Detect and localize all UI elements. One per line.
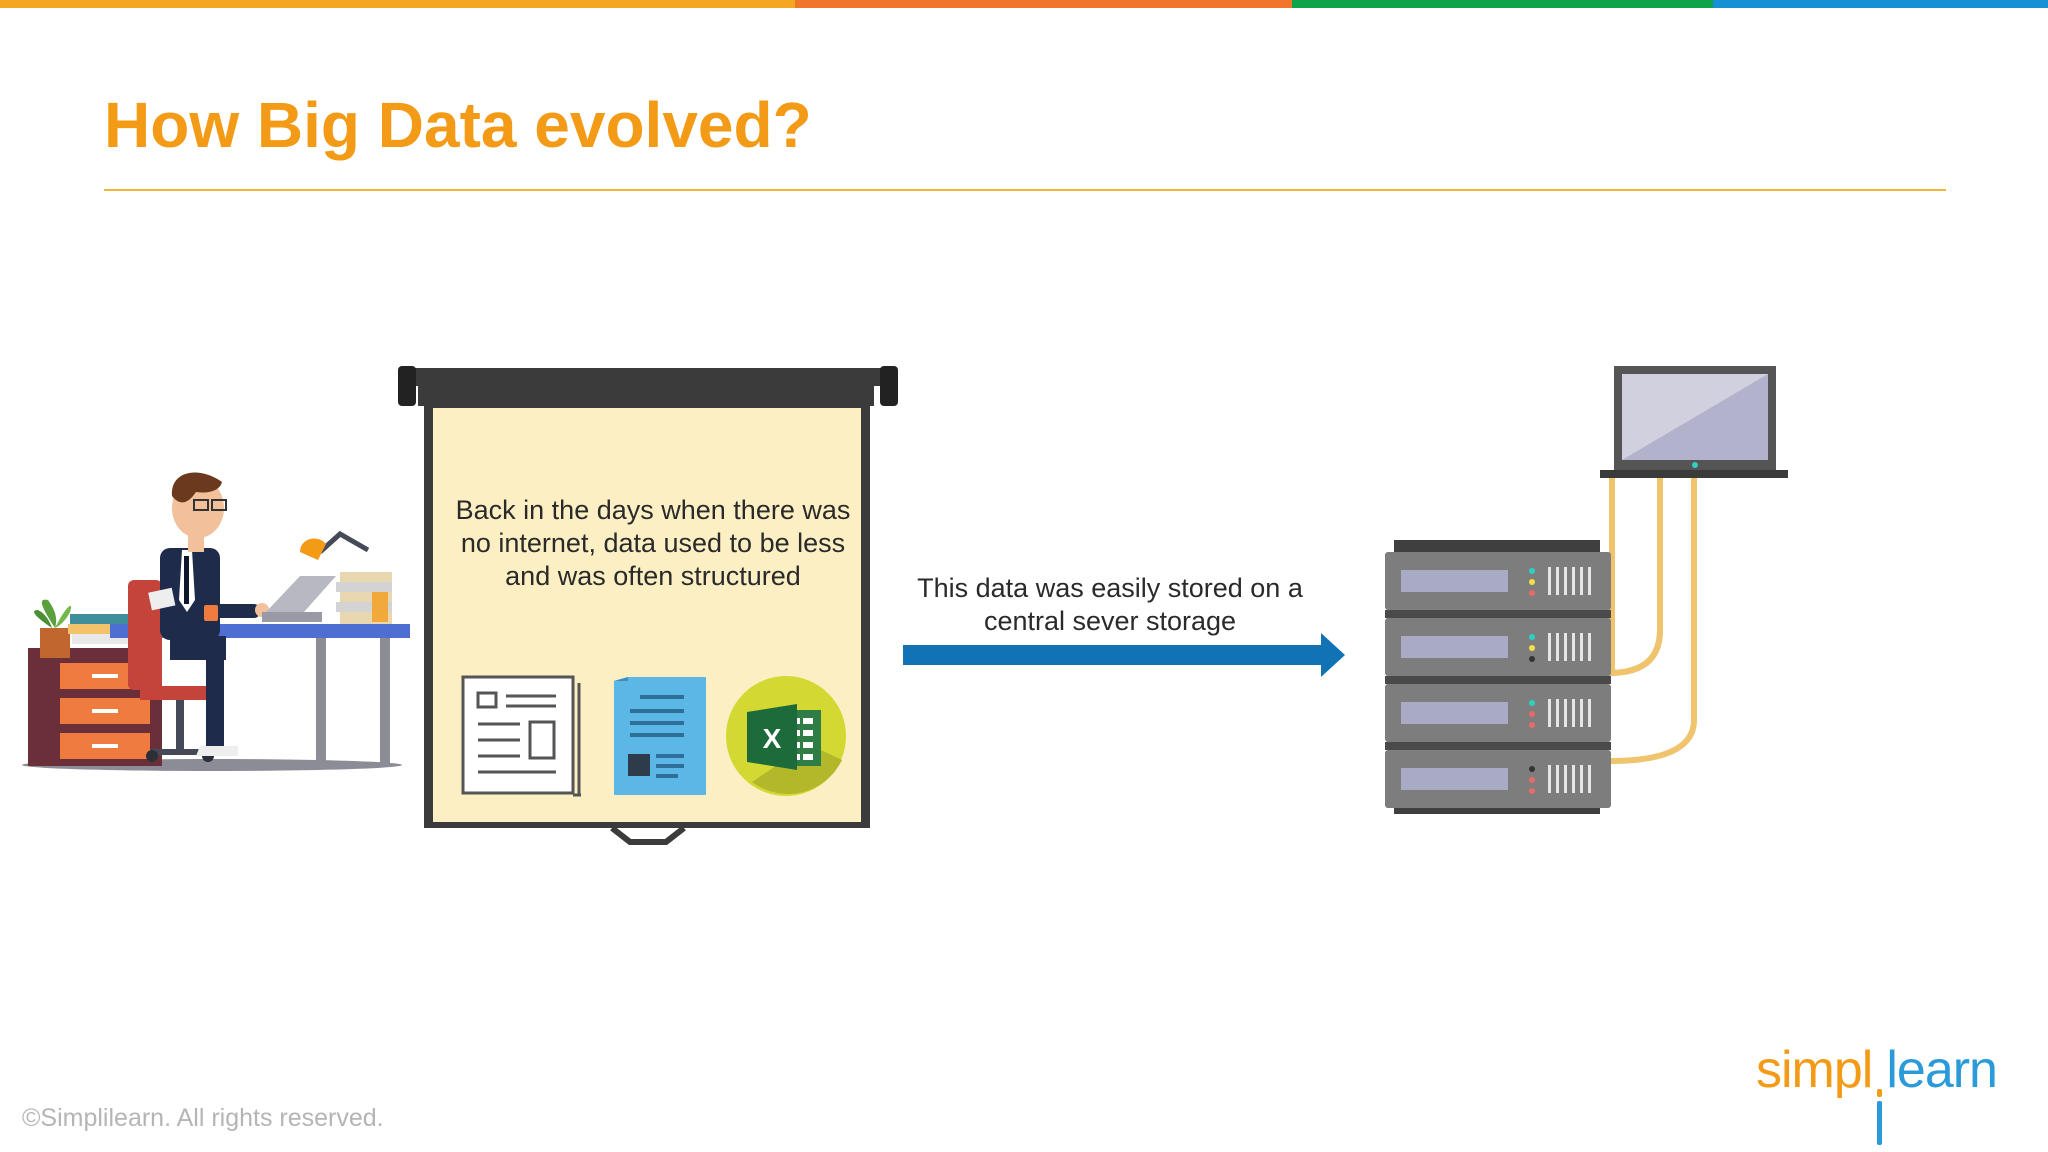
title-underline — [104, 189, 1946, 191]
top-bar-segment-blue — [1713, 0, 2048, 8]
top-bar-segment-green — [1292, 0, 1713, 8]
newspaper-icon — [461, 675, 581, 797]
laptop-icon — [1600, 366, 1788, 478]
logo-text-right: learn — [1886, 1041, 1998, 1099]
office-worker-illustration — [22, 472, 410, 771]
storage-caption: This data was easily stored on a central… — [917, 573, 1303, 636]
excel-icon: X — [726, 676, 846, 796]
document-icon — [614, 677, 706, 795]
screen-caption: Back in the days when there was no inter… — [455, 495, 851, 591]
server-cables — [1606, 470, 1697, 764]
top-bar-segment-orange — [0, 0, 795, 8]
top-bar-segment-red — [795, 0, 1292, 8]
logo-text-left: simpl — [1756, 1041, 1873, 1099]
slide-title: How Big Data evolved? — [104, 89, 812, 161]
top-color-bar — [0, 0, 2048, 8]
arrow-right-icon — [903, 633, 1345, 677]
copyright-text: ©Simplilearn. All rights reserved. — [22, 1104, 384, 1132]
svg-text:X: X — [763, 723, 782, 754]
server-rack-icon — [1385, 540, 1611, 814]
